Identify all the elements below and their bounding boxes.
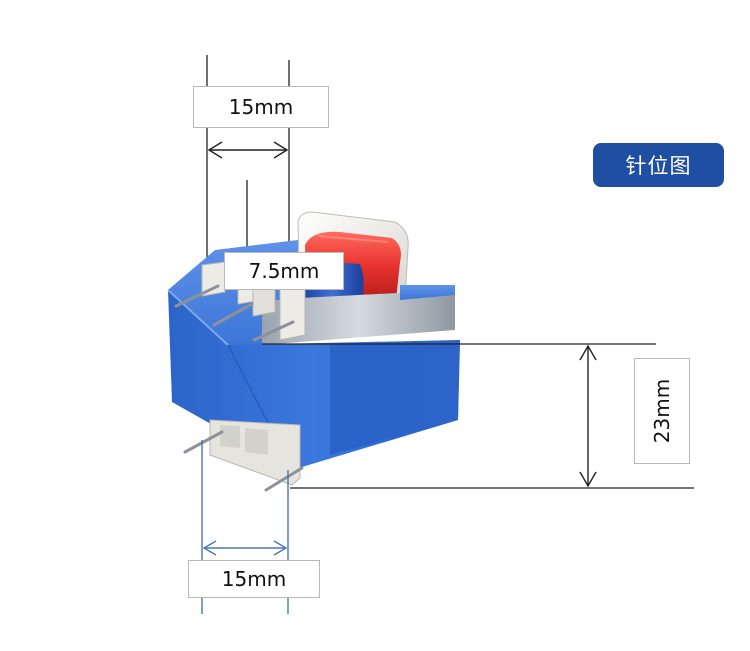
height-label-text: 23mm — [650, 378, 675, 444]
bottom-pins — [183, 430, 304, 492]
pin-diagram-button[interactable]: 针位图 — [593, 143, 724, 187]
bottom-pitch-label: 15mm — [188, 560, 320, 598]
housing-top-ledge — [400, 285, 455, 300]
height-arrow — [579, 344, 597, 488]
middle-pitch-label: 7.5mm — [224, 252, 344, 290]
top-pins — [174, 284, 295, 342]
laminated-core — [262, 290, 455, 345]
top-pitch-label: 15mm — [193, 86, 329, 128]
bottom-terminal-block — [209, 419, 301, 486]
top-pitch-arrow — [207, 141, 289, 159]
height-label: 23mm — [634, 358, 690, 464]
housing-side — [330, 340, 460, 455]
